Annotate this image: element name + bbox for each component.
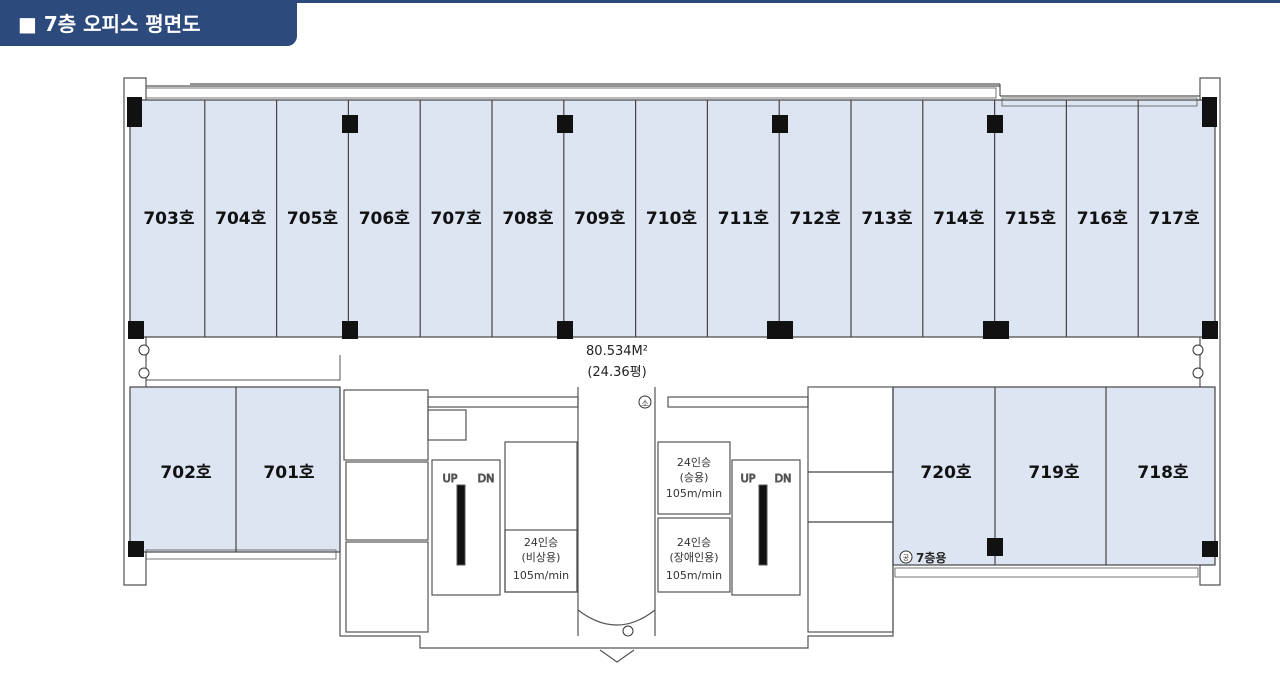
exit-speaker-icons bbox=[138, 344, 1204, 637]
stair-left-dn: DN bbox=[478, 472, 495, 485]
structural-columns bbox=[127, 97, 1218, 557]
room-714: 714호 bbox=[933, 209, 984, 229]
svg-text:7층용: 7층용 bbox=[916, 550, 946, 565]
room-701: 701호 bbox=[263, 463, 314, 483]
room-709: 709호 bbox=[574, 209, 625, 229]
elevator-right-top: 24인승 (승용) 105m/min bbox=[666, 456, 722, 500]
room-710: 710호 bbox=[646, 209, 697, 229]
room-713: 713호 bbox=[861, 209, 912, 229]
corridor-pyeong: (24.36평) bbox=[587, 365, 646, 380]
svg-text:24인승: 24인승 bbox=[524, 536, 558, 549]
room-707: 707호 bbox=[431, 209, 482, 229]
room-717: 717호 bbox=[1149, 209, 1200, 229]
room-719: 719호 bbox=[1028, 463, 1079, 483]
svg-text:(비상용): (비상용) bbox=[522, 551, 561, 564]
room-720: 720호 bbox=[920, 463, 971, 483]
window-strip-top bbox=[145, 87, 1199, 578]
stairs: UP DN UP DN bbox=[442, 472, 792, 566]
stair-right-up: UP bbox=[741, 472, 756, 485]
stair-left-up: UP bbox=[443, 472, 458, 485]
svg-text:(승용): (승용) bbox=[680, 471, 709, 484]
svg-text:105m/min: 105m/min bbox=[666, 487, 722, 500]
svg-text:소: 소 bbox=[641, 399, 648, 408]
svg-text:105m/min: 105m/min bbox=[513, 569, 569, 582]
room-718: 718호 bbox=[1137, 463, 1188, 483]
room-704: 704호 bbox=[215, 209, 266, 229]
building-outline bbox=[123, 77, 1221, 586]
common-area-label: 공 7층용 bbox=[899, 550, 946, 565]
top-room-dividers bbox=[204, 100, 1139, 337]
svg-text:24인승: 24인승 bbox=[677, 536, 711, 549]
svg-text:(장애인용): (장애인용) bbox=[669, 551, 718, 564]
elevator-left: 24인승 (비상용) 105m/min bbox=[513, 536, 569, 582]
elevator-right-bottom: 24인승 (장애인용) 105m/min bbox=[666, 536, 722, 582]
room-708: 708호 bbox=[502, 209, 553, 229]
room-703: 703호 bbox=[143, 209, 194, 229]
svg-text:24인승: 24인승 bbox=[677, 456, 711, 469]
svg-text:공: 공 bbox=[903, 554, 910, 562]
fire-hydrant-icon: 소 bbox=[638, 395, 652, 409]
left-office-zone bbox=[129, 386, 341, 553]
room-706: 706호 bbox=[359, 209, 410, 229]
page-title: ■ 7층 오피스 평면도 bbox=[18, 12, 201, 36]
room-715: 715호 bbox=[1005, 209, 1056, 229]
right-office-zone bbox=[892, 386, 1216, 566]
room-711: 711호 bbox=[718, 209, 769, 229]
room-705: 705호 bbox=[287, 209, 338, 229]
core-area bbox=[339, 386, 894, 663]
svg-text:105m/min: 105m/min bbox=[666, 569, 722, 582]
title-tab: ■ 7층 오피스 평면도 bbox=[0, 0, 297, 46]
corridor: 80.534M² (24.36평) bbox=[145, 344, 648, 381]
room-716: 716호 bbox=[1077, 209, 1128, 229]
top-office-zone bbox=[129, 99, 1216, 338]
header-rule bbox=[0, 0, 1280, 3]
stair-right-dn: DN bbox=[775, 472, 792, 485]
room-712: 712호 bbox=[790, 209, 841, 229]
room-702: 702호 bbox=[160, 463, 211, 483]
corridor-area: 80.534M² bbox=[586, 344, 648, 359]
top-room-labels: 703호 704호 705호 706호 707호 708호 709호 710호 711호 712호… bbox=[143, 209, 1200, 229]
